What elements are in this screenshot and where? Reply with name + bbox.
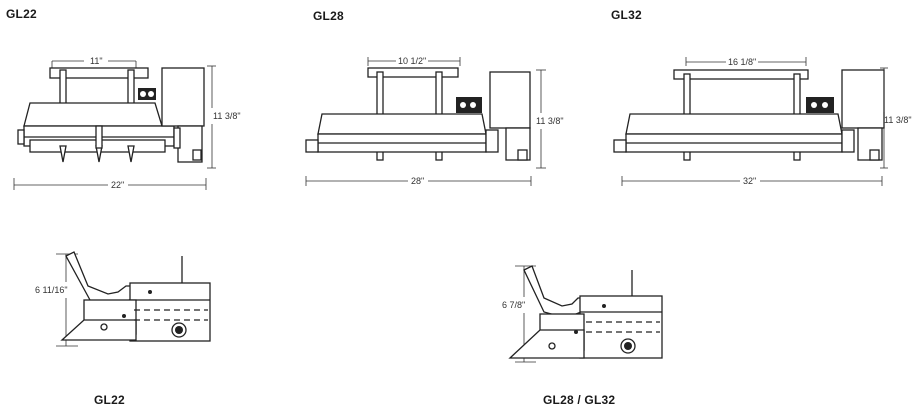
title-front-gl28: GL28 xyxy=(313,9,344,23)
gl28-height-dim: 11 3/8" xyxy=(536,116,564,126)
gl22-side-drawing: 6 11/16" xyxy=(35,251,211,347)
title-front-gl22: GL22 xyxy=(6,7,37,21)
gl32-front-drawing: 16 1/8" 11 3/8" 32" xyxy=(613,57,912,186)
gl28-width-dim: 28" xyxy=(411,176,424,186)
gl32-height-dim: 11 3/8" xyxy=(884,115,912,125)
gl22-height-dim: 11 3/8" xyxy=(213,111,241,121)
gl28-side-height-dim: 6 7/8" xyxy=(502,300,525,310)
title-front-gl32: GL32 xyxy=(611,8,642,22)
gl32-width-dim: 32" xyxy=(743,176,756,186)
gl28-top-dim: 10 1/2" xyxy=(398,56,426,66)
gl22-side-height-dim: 6 11/16" xyxy=(35,285,68,295)
gl32-top-dim: 16 1/8" xyxy=(728,57,756,67)
gl22-top-dim: 11" xyxy=(90,56,103,66)
title-side-gl28-gl32: GL28 / GL32 xyxy=(543,393,616,407)
gl22-width-dim: 22" xyxy=(111,180,124,190)
gl28-gl32-side-drawing: 6 7/8" xyxy=(502,265,663,363)
gl22-front-drawing: 11" 11 3/8" xyxy=(13,56,241,190)
gl28-front-drawing: 10 1/2" 11 3/8" 28" xyxy=(305,56,564,186)
title-side-gl22: GL22 xyxy=(94,393,125,407)
